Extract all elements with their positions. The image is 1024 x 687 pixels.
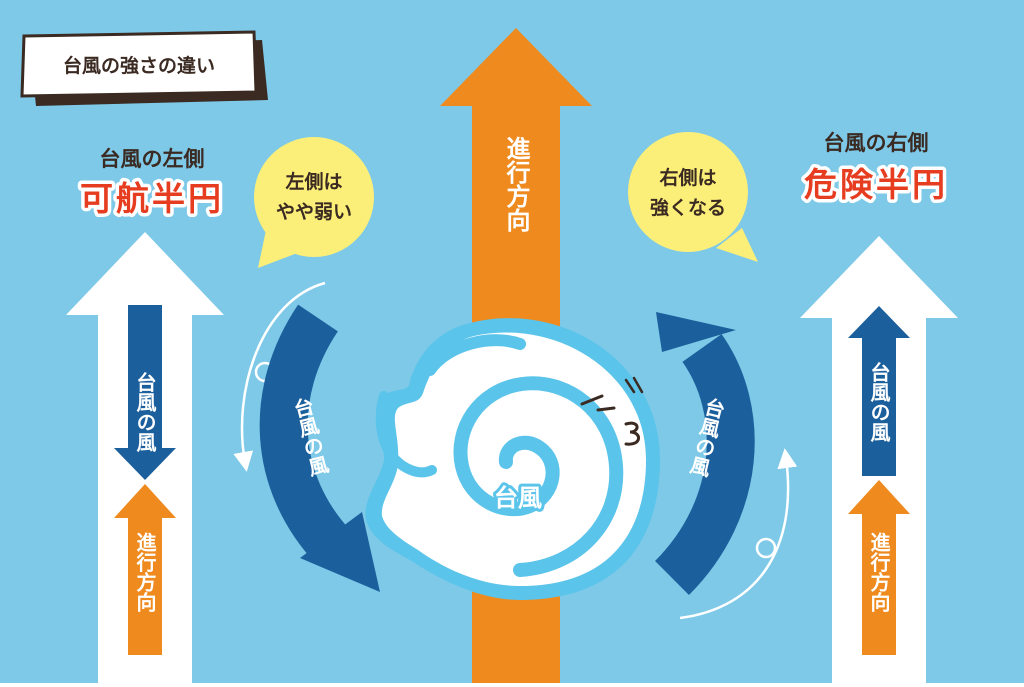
typhoon-character: 台風 — [365, 318, 660, 600]
page-title: 台風の強さの違い — [63, 54, 215, 77]
typhoon-label: 台風 — [494, 484, 542, 512]
left-bubble-line1: 左側は — [285, 170, 342, 193]
left-bubble-line2: やや弱い — [276, 201, 352, 223]
right-heading: 台風の右側 — [824, 131, 929, 155]
right-direction-label: 進行方向 — [867, 532, 891, 612]
left-direction-label: 進行方向 — [133, 532, 157, 612]
right-bubble-line1: 右側は — [658, 166, 716, 189]
left-heading: 台風の左側 — [100, 147, 205, 171]
right-speech-bubble: 右側は 強くなる — [628, 132, 758, 262]
left-wind-label: 台風の風 — [133, 371, 157, 453]
right-direction-arrow — [848, 480, 910, 655]
center-direction-label: 進行方向 — [502, 136, 531, 233]
right-wind-arrow — [848, 306, 910, 476]
right-swirl-wind-arrow: 台風の風 — [654, 312, 755, 595]
left-wind-arrow — [114, 305, 176, 480]
right-zone-label: 危険半円 — [804, 165, 948, 204]
right-wind-label: 台風の風 — [867, 361, 891, 443]
right-bubble-line2: 強くなる — [650, 197, 726, 219]
title-box: 台風の強さの違い — [20, 30, 268, 106]
left-swirl-wind-arrow: 台風の風 — [259, 304, 380, 592]
right-thin-curve-arrow — [679, 448, 798, 620]
left-direction-arrow — [114, 484, 176, 655]
left-zone-label: 可航半円 — [80, 179, 224, 218]
left-speech-bubble: 左側は やや弱い — [254, 137, 374, 268]
